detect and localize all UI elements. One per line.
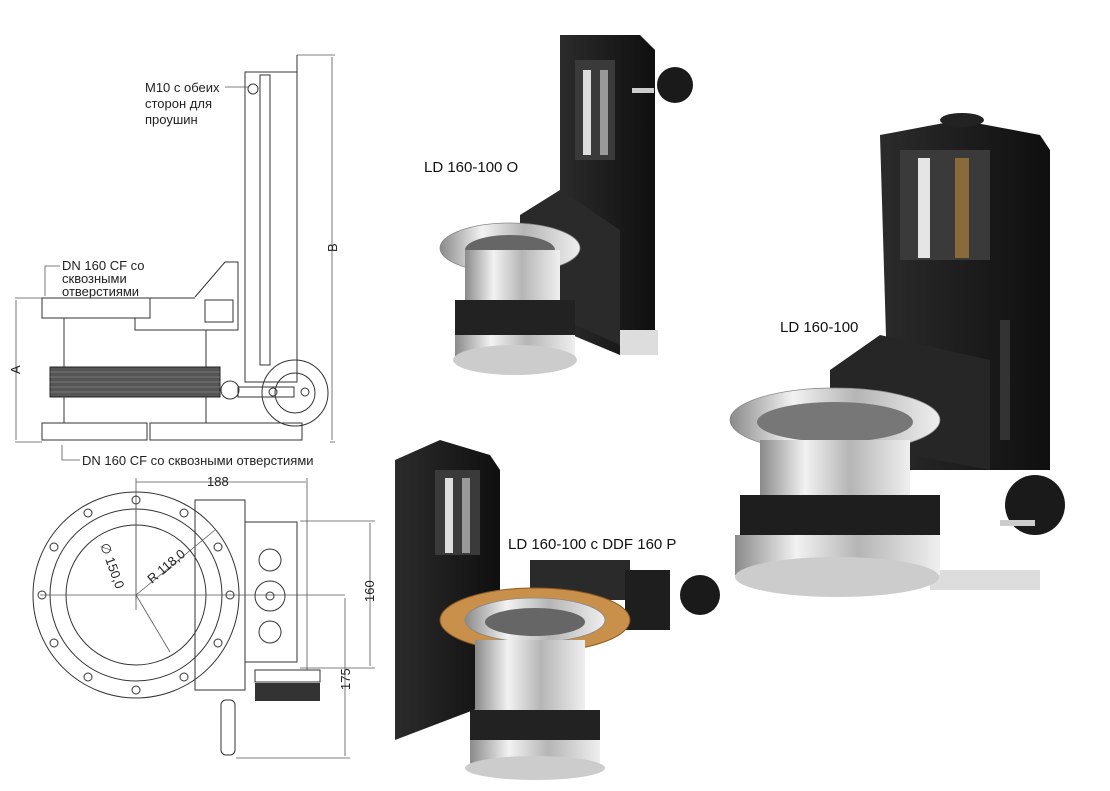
- product-label-ld-160-100: LD 160-100: [780, 319, 858, 336]
- bolt-holes: [37, 495, 235, 695]
- carriage-outline: [244, 521, 298, 663]
- top-flange: [41, 297, 151, 319]
- dim-radius-label: R 118,0: [144, 546, 188, 586]
- dim-188-label: 188: [207, 474, 229, 489]
- column-outline: [244, 71, 298, 383]
- top-flange-note-line3: отверстиями: [62, 284, 139, 299]
- product-label-ld-160-100-o: LD 160-100 O: [424, 159, 518, 176]
- m10-note-line1: M10 с обеих: [145, 80, 220, 95]
- product-ld-160-100-o: LD 160-100 O: [424, 35, 693, 375]
- bottom-flange: [41, 422, 148, 441]
- handwheel: [680, 575, 720, 615]
- product-label-ld-160-100-ddf-160-p: LD 160-100 с DDF 160 P: [508, 536, 676, 553]
- dim-a-label: A: [8, 365, 23, 374]
- top-flange-note-line2: сквозными: [62, 271, 127, 286]
- handwheel: [657, 67, 693, 103]
- product-ld-160-100: LD 160-100: [729, 113, 1065, 597]
- crank-handle: [220, 699, 236, 756]
- product-ld-160-100-ddf-160-p: LD 160-100 с DDF 160 P: [395, 440, 720, 780]
- lead-screw-outline: [259, 74, 271, 366]
- knurled-knob: [255, 683, 320, 701]
- m10-hole: [247, 83, 259, 95]
- bottom-flange-note: DN 160 CF со сквозными отверстиями: [82, 453, 314, 468]
- side-view-drawing: A B M10 с обеих сторон для проушин DN 16…: [8, 54, 340, 468]
- top-flange-note-line1: DN 160 CF со: [62, 258, 145, 273]
- dim-diameter-label: ∅ 150,0: [97, 541, 127, 591]
- dim-175-label: 175: [338, 668, 353, 690]
- dim-160-label: 160: [362, 580, 377, 602]
- dim-b-label: B: [325, 243, 340, 252]
- top-view-drawing: 188 ∅ 150,0 R 118,0 160 175: [32, 474, 377, 759]
- m10-note-line2: сторон для: [145, 96, 212, 111]
- handwheel: [261, 359, 329, 427]
- m10-note-line3: проушин: [145, 112, 198, 127]
